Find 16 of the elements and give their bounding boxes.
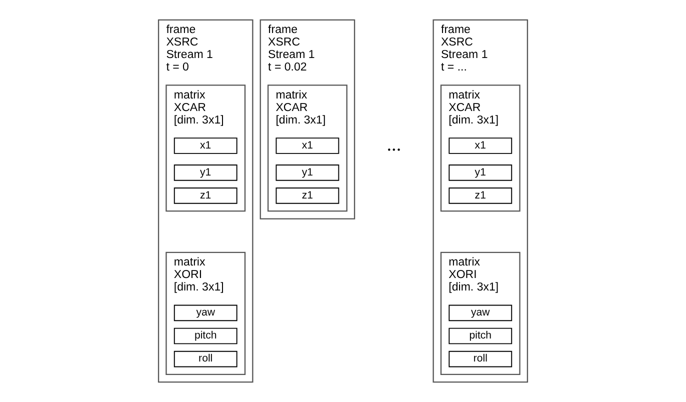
node-box: z1 (448, 188, 512, 204)
node-box: pitch (448, 328, 512, 344)
node-box: x1 (174, 138, 238, 154)
node-box: yaw (448, 304, 512, 322)
node-box: yaw (174, 304, 238, 322)
node-box: y1 (174, 164, 238, 181)
node-box: z1 (174, 188, 238, 204)
node-box: roll (174, 350, 238, 368)
node-box: pitch (174, 328, 238, 344)
node-box: roll (448, 350, 512, 368)
node-box: x1 (276, 138, 340, 154)
node-box: y1 (448, 164, 512, 181)
label: ... (386, 134, 402, 156)
node-box: z1 (276, 188, 340, 204)
node-box: x1 (448, 138, 512, 154)
node-box: y1 (276, 164, 340, 181)
